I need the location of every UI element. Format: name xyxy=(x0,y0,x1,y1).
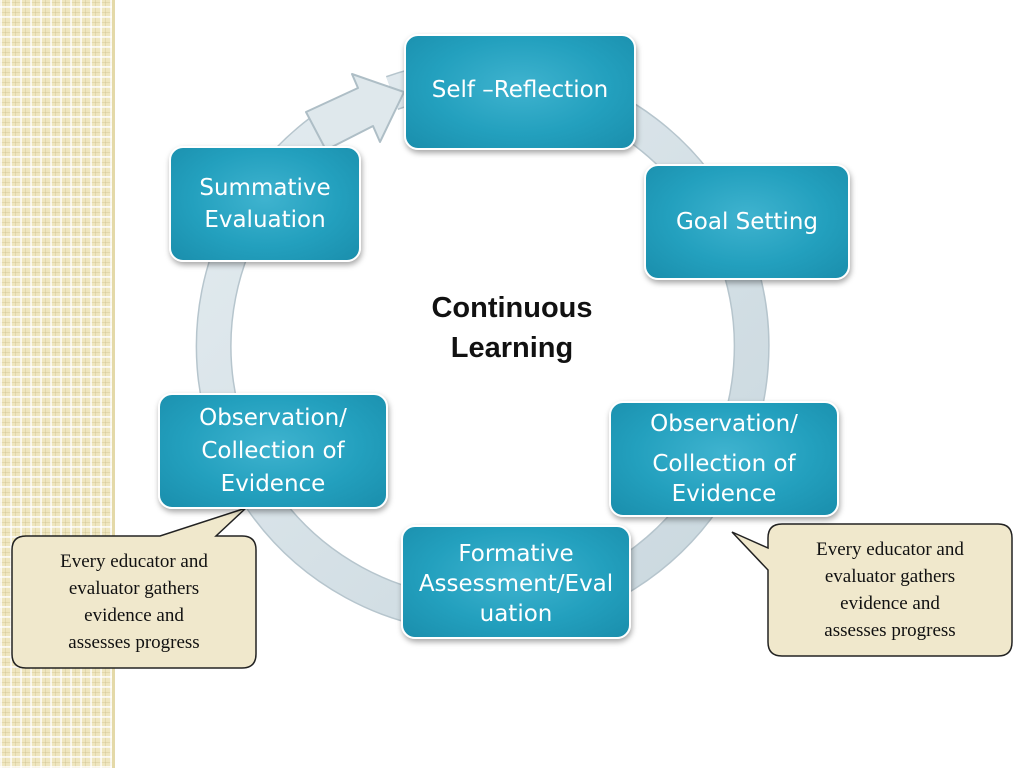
callout-right-line-2: evaluator gathers xyxy=(824,566,956,587)
node-summative-line-2: Evaluation xyxy=(204,207,326,233)
node-goal-setting-line-1: Goal Setting xyxy=(675,209,819,235)
node-self-reflection-line-1: Self –Reflection xyxy=(431,77,609,103)
node-observation-left: Observation/ Collection of Evidence xyxy=(158,393,388,509)
center-title: Continuous Learning xyxy=(392,288,632,368)
callout-bubble-left xyxy=(11,507,257,669)
node-formative-line-3: uation xyxy=(479,601,553,627)
node-observation-left-line-1: Observation/ xyxy=(199,404,347,431)
callout-right-line-4: assesses progress xyxy=(824,620,956,641)
node-goal-setting: Goal Setting xyxy=(644,164,850,280)
node-observation-left-line-2: Collection of xyxy=(201,437,345,464)
side-band-edge xyxy=(112,0,115,768)
center-title-line-2: Learning xyxy=(450,332,574,364)
node-formative-line-2: Assessment/Eval xyxy=(418,571,614,597)
callout-left-line-3: evidence and xyxy=(84,605,184,626)
node-summative-evaluation: Summative Evaluation xyxy=(169,146,361,262)
callout-left-line-1: Every educator and xyxy=(60,551,208,572)
node-self-reflection: Self –Reflection xyxy=(404,34,636,150)
callout-right-text: Every educator and evaluator gathers evi… xyxy=(772,536,1008,644)
node-observation-left-line-3: Evidence xyxy=(220,470,326,497)
callout-left-line-2: evaluator gathers xyxy=(68,578,200,599)
node-formative-assessment: Formative Assessment/Eval uation xyxy=(401,525,631,639)
callout-right-line-1: Every educator and xyxy=(816,539,964,560)
callout-left-line-4: assesses progress xyxy=(68,632,200,653)
center-title-line-1: Continuous xyxy=(431,292,593,324)
node-observation-right: Observation/ Collection of Evidence xyxy=(609,401,839,517)
node-observation-right-line-3: Evidence xyxy=(671,481,777,507)
node-summative-line-1: Summative xyxy=(199,175,331,201)
node-observation-right-line-1: Observation/ xyxy=(650,411,798,437)
node-observation-right-line-2: Collection of xyxy=(652,451,796,477)
callout-right-line-3: evidence and xyxy=(840,593,940,614)
callout-bubble-right xyxy=(731,523,1013,657)
callout-left-text: Every educator and evaluator gathers evi… xyxy=(16,548,252,656)
node-formative-line-1: Formative xyxy=(458,541,574,567)
